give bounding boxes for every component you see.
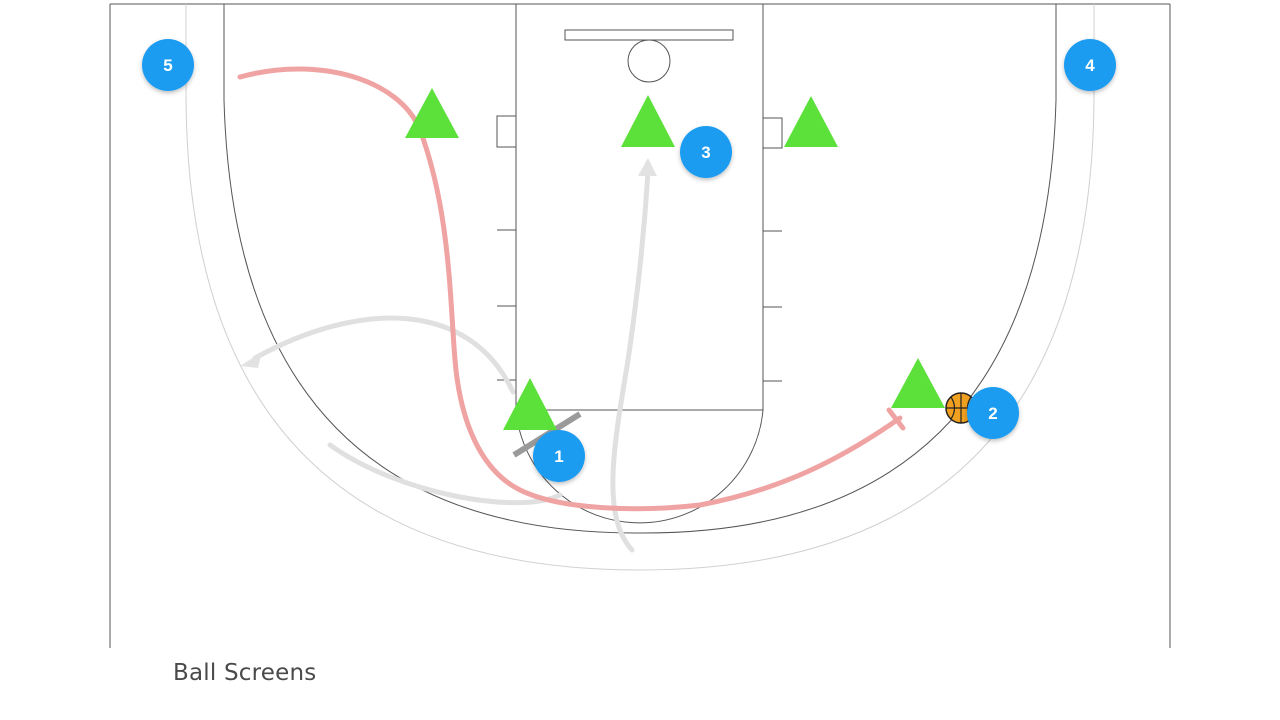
- rim: [627, 39, 671, 83]
- triangle-defender-icon: [784, 96, 838, 147]
- player-5[interactable]: 5: [142, 39, 194, 91]
- triangle-defender-icon: [405, 88, 459, 138]
- player-4[interactable]: 4: [1064, 39, 1116, 91]
- player-number: 2: [988, 404, 997, 423]
- arrow-head-icon: [638, 158, 657, 176]
- triangle-defender-icon: [891, 358, 945, 408]
- player-2[interactable]: 2: [967, 387, 1019, 439]
- faded-path-slip: [610, 169, 651, 553]
- triangle-defender-icon: [503, 378, 557, 430]
- player-number: 5: [163, 56, 172, 75]
- lane-block-left: [496, 115, 517, 148]
- lane-block-right: [762, 117, 783, 149]
- free-throw-circle: [515, 409, 764, 524]
- player-number: 1: [554, 447, 563, 466]
- player-number: 3: [701, 143, 710, 162]
- triangle-defender-icon: [621, 95, 675, 147]
- court-lines: [109, 3, 1171, 648]
- diagram-caption: Ball Screens: [173, 660, 317, 686]
- arrow-head-icon: [240, 352, 262, 368]
- path-end-bar: [886, 407, 906, 431]
- faded-path-cut-left: [252, 315, 516, 395]
- cut-path: [237, 66, 903, 512]
- player-3[interactable]: 3: [680, 126, 732, 178]
- faded-paths: [252, 169, 651, 553]
- player-1[interactable]: 1: [533, 430, 585, 482]
- defenders: [405, 88, 945, 430]
- player-number: 4: [1085, 56, 1095, 75]
- backboard: [564, 29, 734, 41]
- free-throw-lane: [515, 3, 764, 411]
- outer-arc: [185, 4, 1095, 571]
- three-point-arc: [223, 4, 1057, 534]
